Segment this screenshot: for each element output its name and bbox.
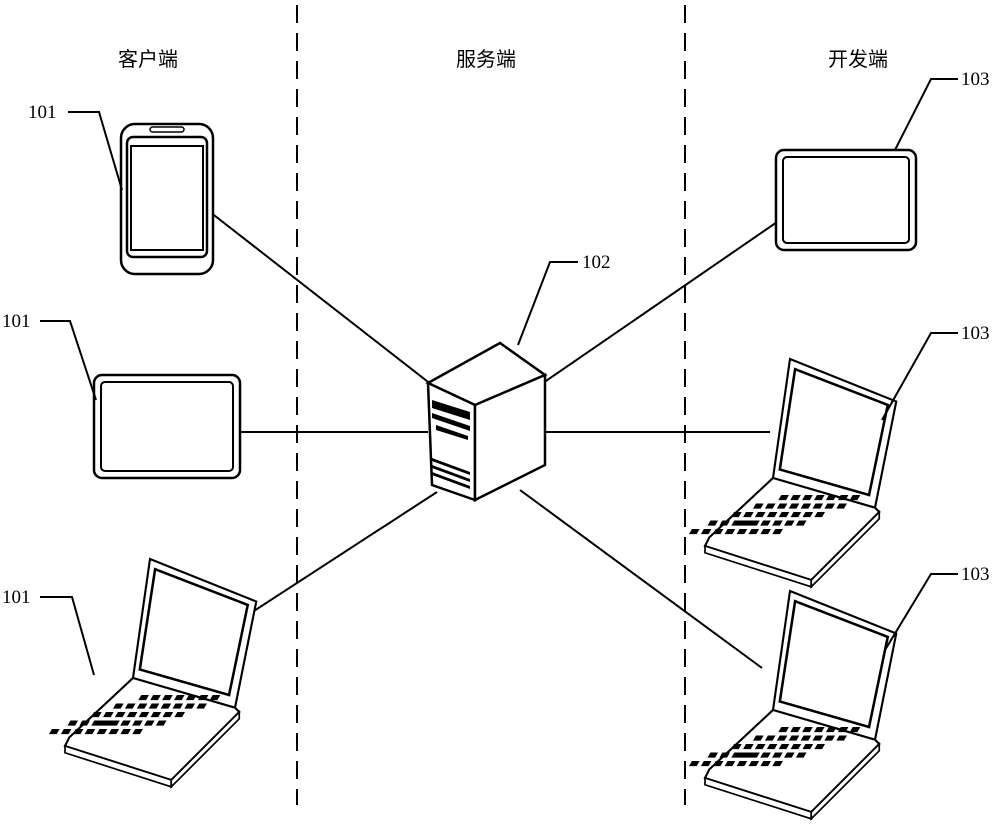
label-client-phone: 101 xyxy=(28,102,57,123)
zone-header-developer: 开发端 xyxy=(828,47,888,71)
link-server-devlaptop2 xyxy=(519,489,763,669)
connection-lines xyxy=(209,211,781,669)
link-laptop-server xyxy=(239,491,438,621)
client-phone xyxy=(119,122,215,276)
label-server: 102 xyxy=(582,252,611,273)
server-tower xyxy=(425,341,548,503)
label-client-laptop: 101 xyxy=(2,587,31,608)
label-dev-laptop-1: 103 xyxy=(961,323,990,344)
label-client-tablet: 101 xyxy=(2,311,31,332)
link-phone-server xyxy=(209,211,433,386)
developer-laptop-1 xyxy=(687,357,898,589)
zone-header-client: 客户端 xyxy=(118,47,178,71)
client-laptop xyxy=(47,557,258,789)
developer-tablet xyxy=(774,148,918,252)
label-dev-tablet: 103 xyxy=(961,69,990,90)
link-server-devtablet xyxy=(542,219,781,384)
label-dev-laptop-2: 103 xyxy=(961,564,990,585)
leader-lines xyxy=(40,78,958,676)
zone-header-server: 服务端 xyxy=(456,47,516,71)
speaker-grille xyxy=(149,126,185,133)
developer-laptop-2 xyxy=(687,589,898,821)
client-tablet xyxy=(92,373,242,480)
